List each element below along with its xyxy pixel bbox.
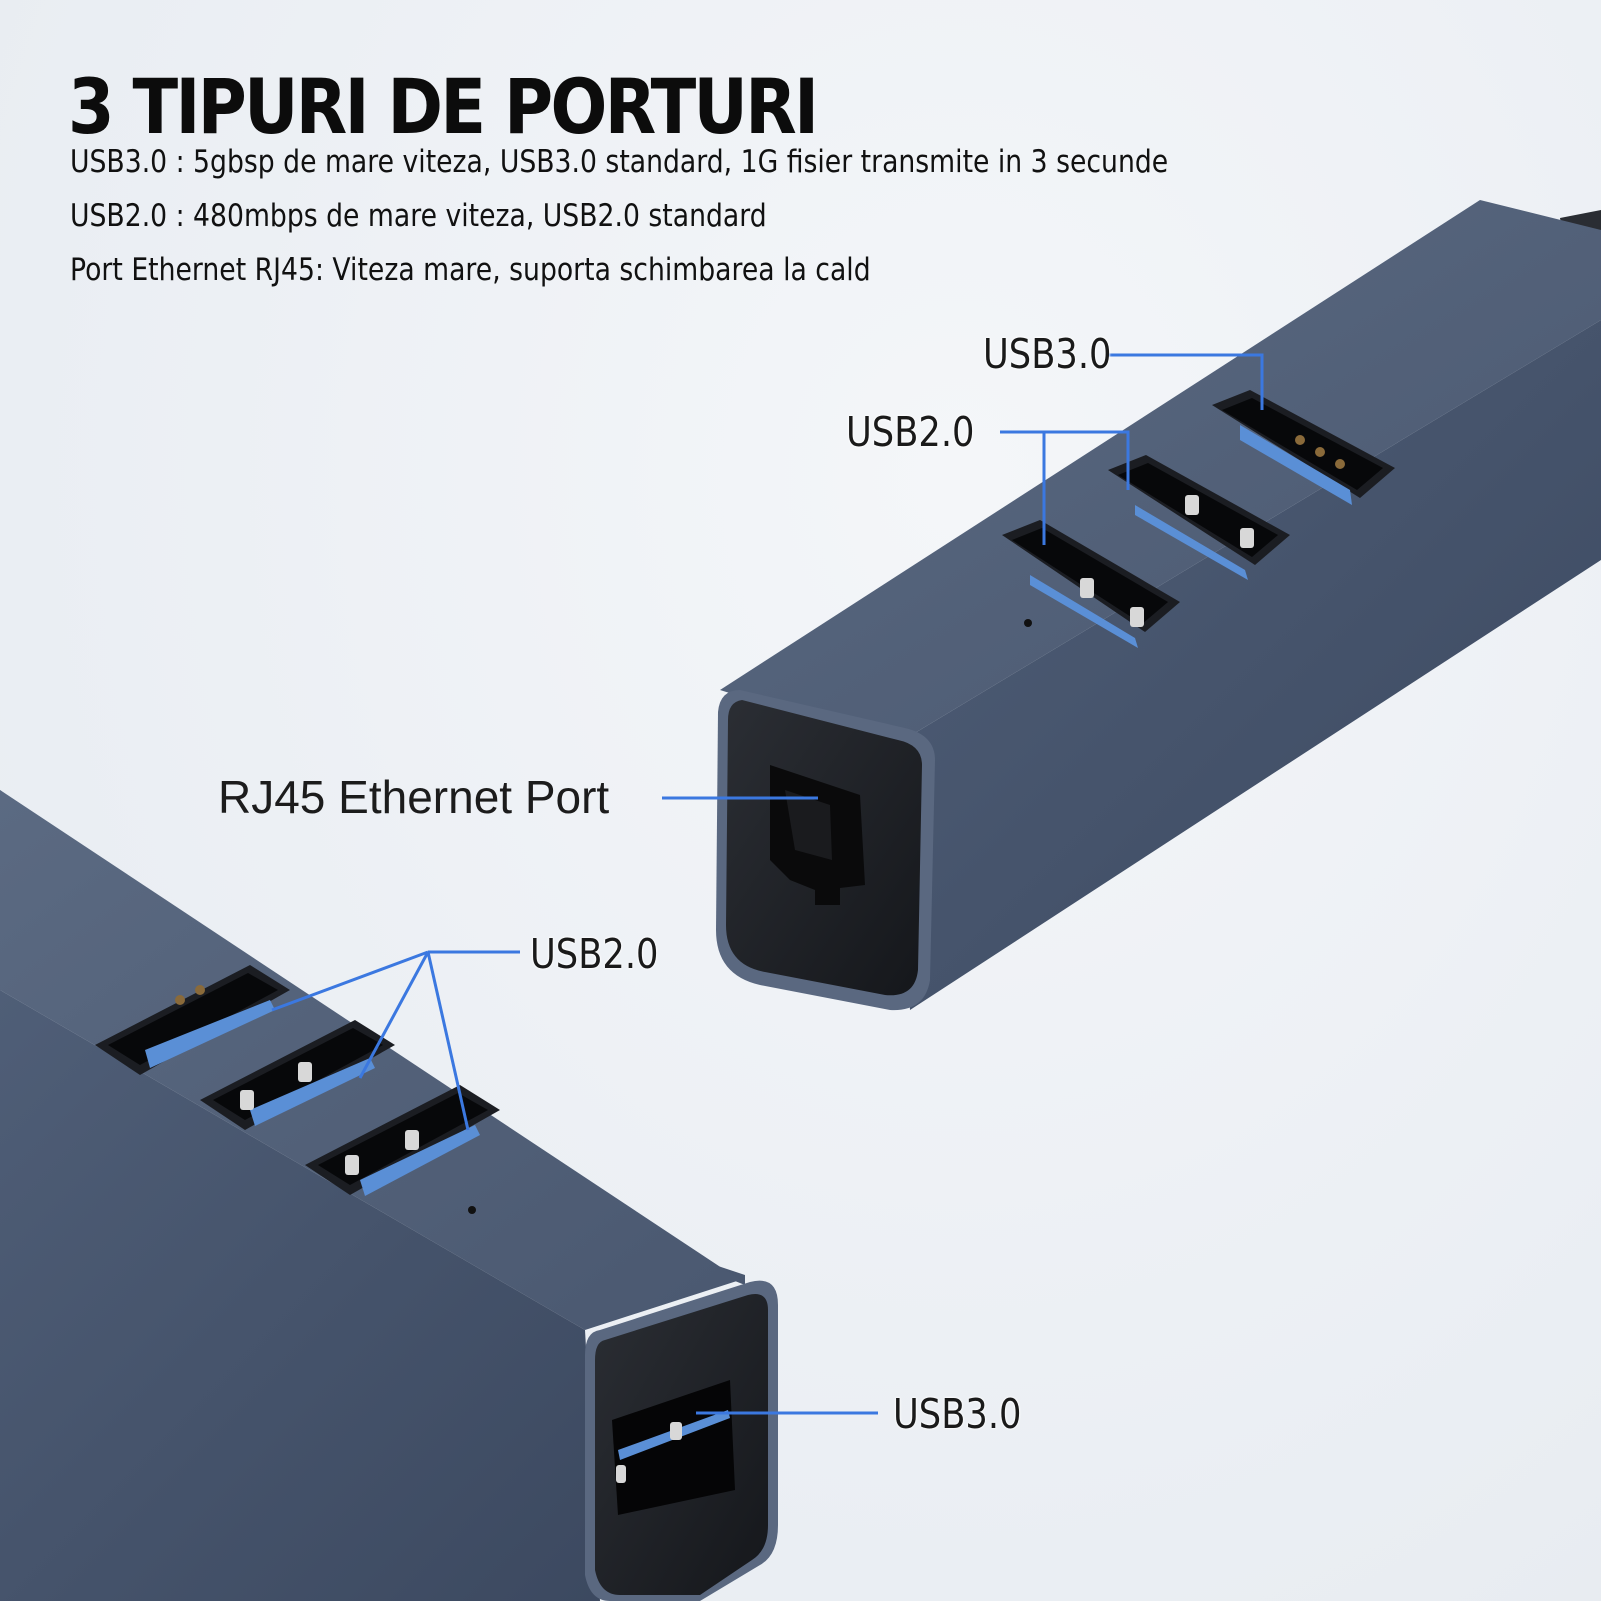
spec-usb20: USB2.0 : 480mbps de mare viteza, USB2.0 …: [70, 198, 767, 234]
top-hub-usb3-port: [1212, 390, 1395, 505]
callout-lines: [271, 353, 1264, 1415]
spec-rj45: Port Ethernet RJ45: Viteza mare, suporta…: [70, 252, 871, 288]
callout-bottom-usb30: USB3.0: [893, 1390, 1022, 1438]
top-hub: [716, 200, 1601, 1011]
bottom-hub-usb-port-1: [95, 965, 290, 1075]
callout-rj45: RJ45 Ethernet Port: [218, 771, 610, 823]
callout-bottom-usb20: USB2.0: [530, 930, 659, 978]
spec-usb30: USB3.0 : 5gbsp de mare viteza, USB3.0 st…: [70, 144, 1169, 180]
bottom-hub: [0, 790, 778, 1601]
bottom-hub-usb-port-2: [200, 1020, 395, 1130]
rj45-socket: [770, 765, 865, 905]
callout-top-usb20: USB2.0: [846, 408, 975, 456]
led-indicator: [468, 1206, 476, 1214]
top-hub-usb-port-1: [1002, 520, 1180, 648]
callout-top-usb30: USB3.0: [983, 330, 1112, 378]
top-hub-usb-port-2: [1108, 455, 1290, 580]
led-indicator: [1024, 619, 1032, 627]
bottom-hub-usb-port-3: [305, 1085, 500, 1196]
page-title: 3 TIPURI DE PORTURI: [68, 62, 819, 151]
